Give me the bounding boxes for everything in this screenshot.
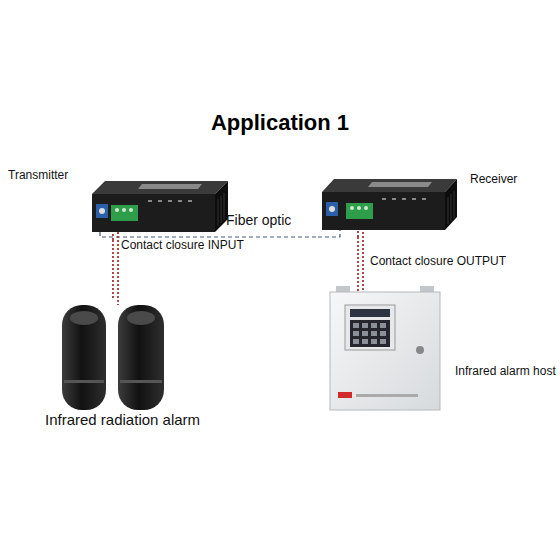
sensor-dome (70, 311, 98, 325)
key (380, 323, 386, 328)
device-side (445, 179, 457, 230)
device-top (92, 181, 228, 194)
connector-label: Contact closure INPUT (121, 238, 244, 252)
device-vents (218, 193, 224, 226)
terminal-block (346, 203, 373, 219)
device-node: Infrared alarm host (328, 285, 553, 415)
signal-connector (357, 237, 359, 285)
panel-display (350, 309, 390, 317)
node-label: Infrared radiation alarm (45, 411, 200, 428)
signal-connector (228, 236, 318, 237)
signal-wire (357, 285, 359, 292)
brand-strip (356, 394, 418, 397)
diagram-title: Application 1 (0, 110, 560, 136)
key (353, 339, 359, 344)
sensor-body (118, 305, 164, 410)
key (362, 339, 368, 344)
key (380, 339, 386, 344)
device-node: Infrared radiation alarm (40, 298, 240, 433)
fiber-cable (318, 230, 340, 237)
fiber-port (326, 202, 338, 216)
cabinet-lock (416, 346, 424, 354)
sensor-band (64, 380, 104, 383)
device-front (322, 192, 445, 230)
device-node: Receiver (318, 165, 548, 237)
device-label (138, 184, 202, 189)
control-panel (345, 305, 395, 350)
terminal-screw (129, 208, 133, 212)
sensor-body (62, 305, 106, 410)
terminal-block (111, 205, 138, 221)
terminal-screw (115, 208, 119, 212)
terminal-screw (122, 208, 126, 212)
keypad-keys (353, 323, 386, 344)
key (371, 331, 377, 336)
key (362, 331, 368, 336)
keypad (350, 320, 390, 347)
terminal-screw (364, 206, 368, 210)
mount-bracket (336, 286, 350, 292)
signal-wire (117, 220, 119, 305)
connector-label: Fiber optic (226, 212, 291, 228)
host-cabinet (330, 292, 440, 410)
signal-wire (362, 220, 364, 292)
sensor-band (120, 380, 162, 383)
fiber-port (99, 208, 105, 214)
key (353, 331, 359, 336)
mount-bracket (420, 286, 434, 292)
key (362, 323, 368, 328)
device-top (322, 179, 457, 192)
key (380, 331, 386, 336)
device-vents (448, 191, 454, 224)
device-leds (382, 198, 426, 200)
sensor-dome (127, 311, 155, 325)
fiber-cable (100, 232, 228, 237)
terminal-screw (350, 206, 354, 210)
brand-logo (338, 392, 352, 398)
device-front (92, 194, 215, 232)
device-node: Transmitter (8, 163, 228, 240)
fiber-port (96, 204, 108, 218)
device-leds (148, 200, 192, 202)
key (371, 339, 377, 344)
node-label: Receiver (470, 172, 517, 186)
device-label (368, 182, 432, 187)
key (353, 323, 359, 328)
fiber-port (329, 206, 335, 212)
terminal-screw (357, 206, 361, 210)
key (371, 323, 377, 328)
node-label: Transmitter (8, 168, 68, 182)
signal-connector (112, 240, 114, 298)
connector-label: Contact closure OUTPUT (370, 254, 506, 268)
node-label: Infrared alarm host (455, 364, 556, 378)
